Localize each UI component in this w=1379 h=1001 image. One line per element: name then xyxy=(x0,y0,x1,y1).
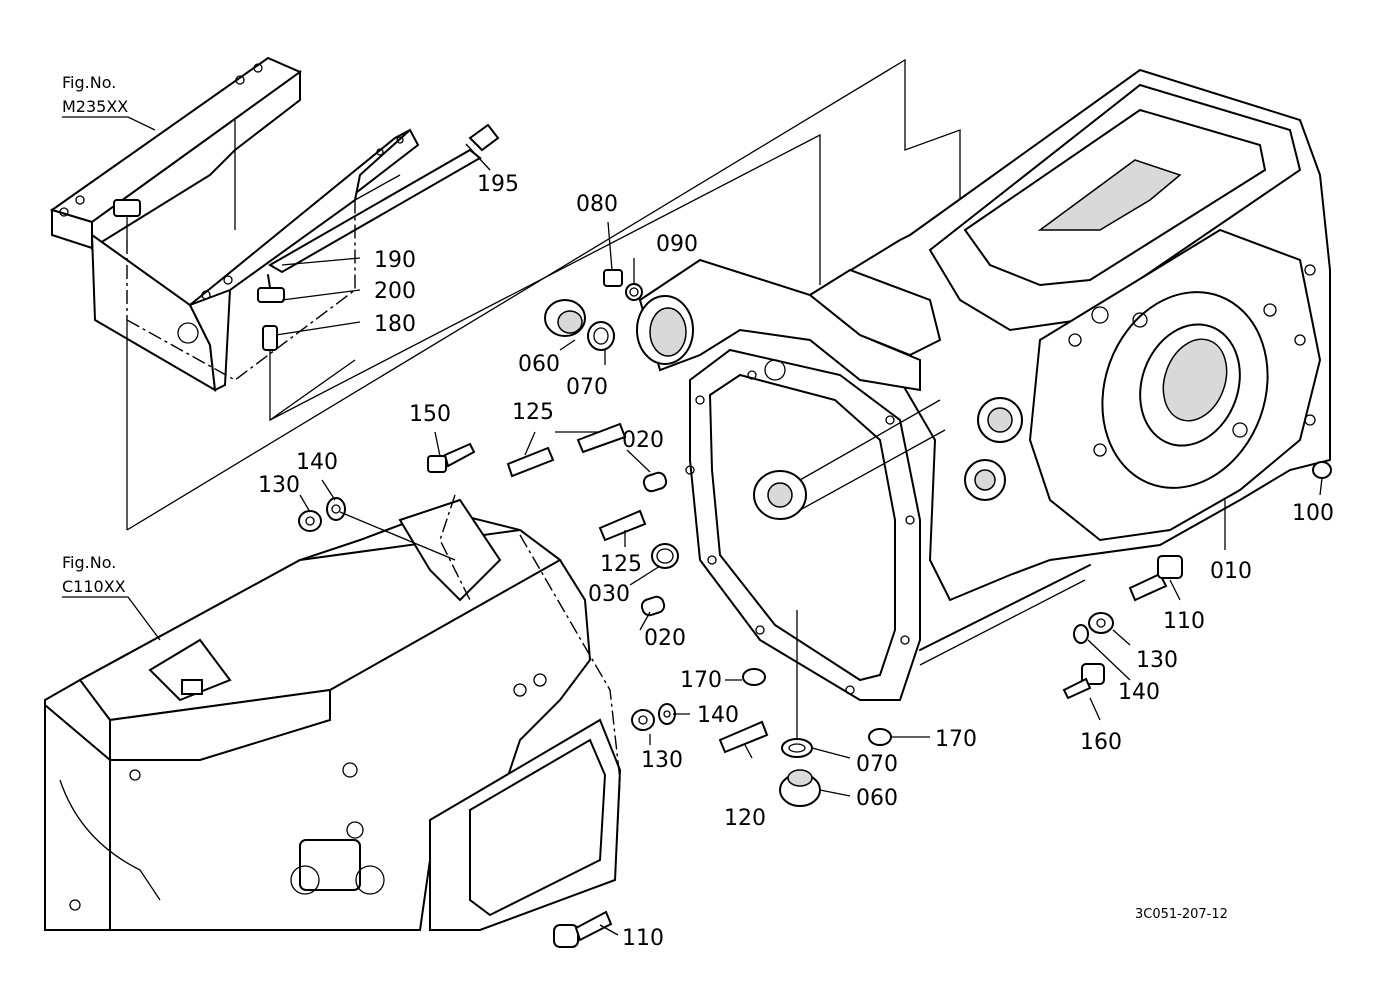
part-label-170: 170 xyxy=(935,727,977,752)
part-label-080: 080 xyxy=(576,192,618,217)
part-label-130: 130 xyxy=(641,748,683,773)
figure-ref-label: Fig.No. xyxy=(62,73,116,92)
part-label-120: 120 xyxy=(724,806,766,831)
part-label-070: 070 xyxy=(566,375,608,400)
transmission-case-drawing xyxy=(44,494,622,931)
part-label-130: 130 xyxy=(258,473,300,498)
small-parts xyxy=(275,143,1332,948)
figure-ref-m235xx: Fig.No. M235XX xyxy=(62,73,156,131)
part-label-140: 140 xyxy=(697,703,739,728)
part-label-200: 200 xyxy=(374,279,416,304)
part-label-125: 125 xyxy=(512,400,554,425)
part-label-090: 090 xyxy=(656,232,698,257)
part-label-060: 060 xyxy=(856,786,898,811)
part-label-180: 180 xyxy=(374,312,416,337)
bracket-assembly-drawing xyxy=(49,56,500,422)
figure-ref-code: M235XX xyxy=(62,97,128,116)
part-label-010: 010 xyxy=(1210,559,1252,584)
part-label-190: 190 xyxy=(374,248,416,273)
part-label-140: 140 xyxy=(296,450,338,475)
part-labels: 195 190 200 180 080 090 060 070 150 125 … xyxy=(258,172,1334,951)
part-label-160: 160 xyxy=(1080,730,1122,755)
part-label-110: 110 xyxy=(622,926,664,951)
part-label-150: 150 xyxy=(409,402,451,427)
main-housing-drawing xyxy=(636,68,1331,701)
part-label-110: 110 xyxy=(1163,609,1205,634)
part-label-195: 195 xyxy=(477,172,519,197)
part-label-125: 125 xyxy=(600,552,642,577)
part-label-130: 130 xyxy=(1136,648,1178,673)
part-label-100: 100 xyxy=(1292,501,1334,526)
figure-ref-label: Fig.No. xyxy=(62,553,116,572)
part-label-140: 140 xyxy=(1118,680,1160,705)
part-label-030: 030 xyxy=(588,582,630,607)
figure-ref-c110xx: Fig.No. C110XX xyxy=(62,553,161,641)
part-label-020: 020 xyxy=(622,428,664,453)
figure-ref-code: C110XX xyxy=(62,577,126,596)
part-label-170: 170 xyxy=(680,668,722,693)
part-label-060: 060 xyxy=(518,352,560,377)
drawing-code: 3C051-207-12 xyxy=(1135,907,1228,922)
part-label-020: 020 xyxy=(644,626,686,651)
part-label-070: 070 xyxy=(856,752,898,777)
